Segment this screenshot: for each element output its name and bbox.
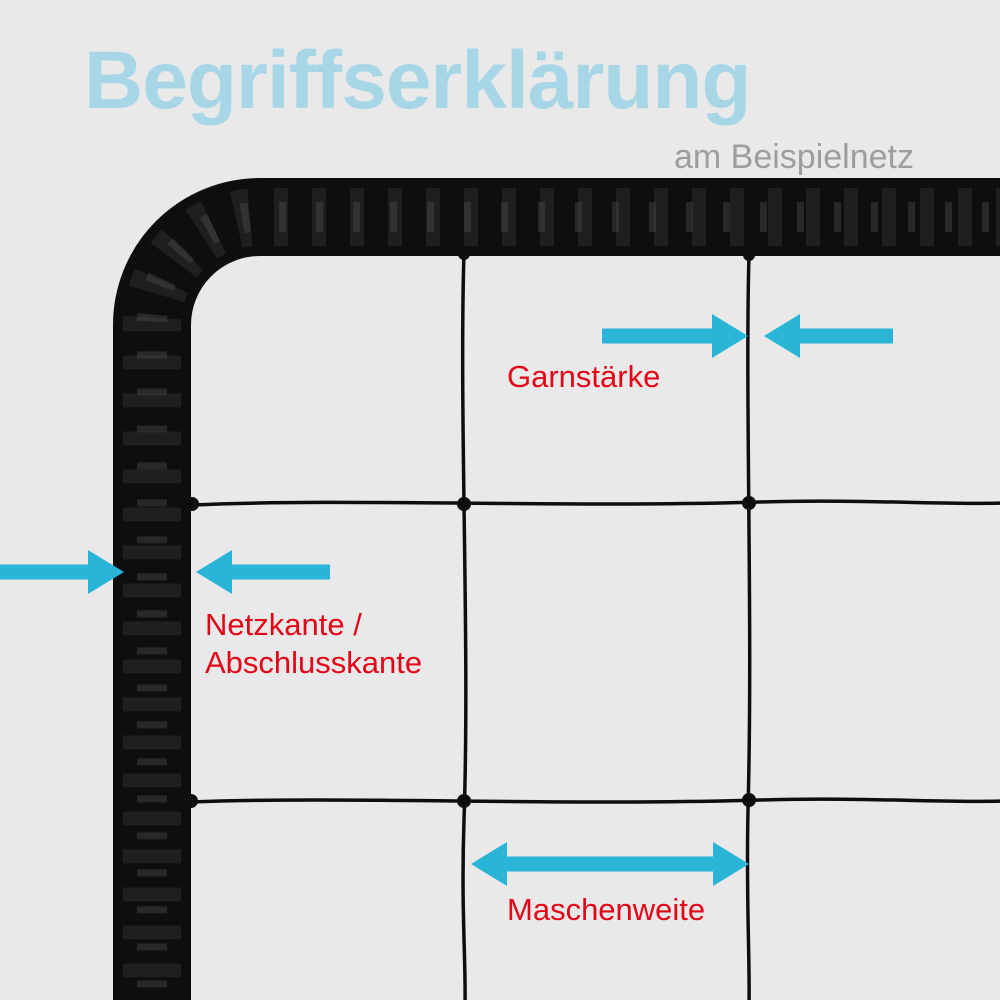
knot: [742, 793, 756, 807]
rope-texture-dark: [123, 188, 1000, 1000]
netzkante-arrows: [0, 550, 330, 594]
mesh-horizontal-line-1: [191, 499, 1000, 507]
mesh-vertical-line-2: [745, 253, 752, 1000]
knot: [457, 794, 471, 808]
maschenweite-arrow-right-head: [713, 842, 749, 886]
knot: [742, 496, 756, 510]
mesh-vertical-line-1: [460, 251, 468, 1000]
knot: [457, 497, 471, 511]
maschenweite-arrow-left-head: [471, 842, 507, 886]
garnstaerke-arrow-left-head: [712, 314, 748, 358]
garnstaerke-arrow-right-head: [764, 314, 800, 358]
net-knots: [184, 248, 756, 808]
net-mesh-lines: [189, 251, 1000, 1000]
rope-texture-light: [137, 202, 1000, 1000]
garnstaerke-arrows: [602, 314, 893, 358]
maschenweite-arrow: [471, 842, 749, 886]
page-subtitle: am Beispielnetz: [673, 138, 914, 176]
knot: [743, 249, 755, 261]
knot: [458, 248, 470, 260]
netzkante-arrow-right-head: [196, 550, 232, 594]
mesh-horizontal-line-2: [189, 797, 1000, 804]
label-netzkante-line2: Abschlusskante: [205, 645, 423, 680]
label-netzkante: Netzkante / Abschlusskante: [205, 606, 422, 682]
knot: [184, 794, 198, 808]
knot: [185, 497, 199, 511]
netzkante-arrow-left-head: [88, 550, 124, 594]
label-netzkante-line1: Netzkante /: [205, 607, 362, 642]
net-border-rope: [113, 178, 1000, 1000]
page-title: Begriffserklärung: [84, 35, 752, 126]
label-garnstaerke: Garnstärke: [507, 359, 661, 394]
label-maschenweite: Maschenweite: [507, 892, 706, 927]
